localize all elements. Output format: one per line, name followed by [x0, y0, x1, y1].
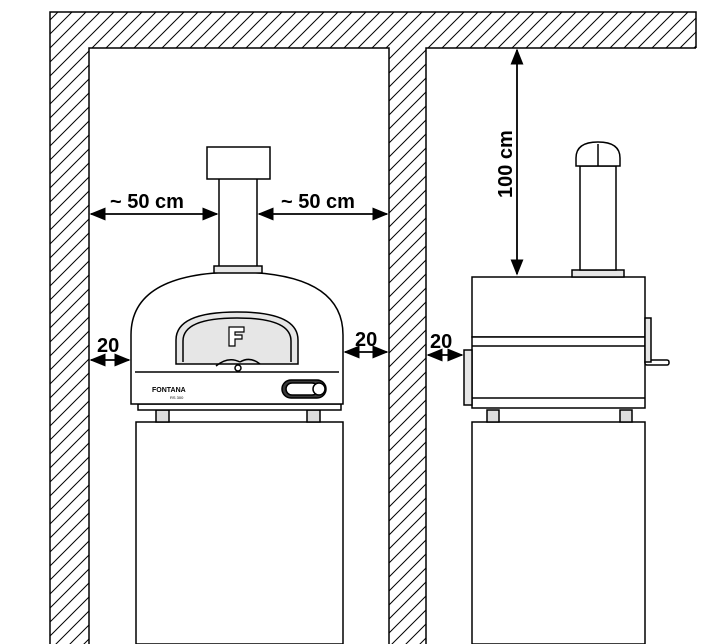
dimension-lines	[89, 48, 524, 367]
label-front-left-clearance: ~ 50 cm	[110, 191, 184, 213]
side-front-edge	[463, 349, 473, 406]
front-foot-left	[155, 409, 170, 423]
front-foot-right	[306, 409, 321, 423]
front-base-plate	[137, 403, 342, 411]
label-side-gap: 20	[430, 331, 452, 353]
wall-outline	[49, 11, 697, 644]
side-pedestal	[471, 421, 646, 644]
side-oven-body	[471, 276, 646, 338]
front-view-oven: FONTANA RS 300	[130, 146, 344, 644]
front-model-label: RS 300	[170, 395, 184, 400]
front-chimney-pipe	[218, 177, 258, 269]
side-chimney-pipe	[579, 165, 617, 271]
side-foot-right	[619, 409, 633, 423]
front-door-handle	[215, 358, 261, 367]
front-chimney-collar	[213, 265, 263, 274]
label-front-left-gap: 20	[97, 335, 119, 357]
front-brand-label: FONTANA	[152, 387, 186, 394]
label-side-top-clearance: 100 cm	[495, 130, 517, 198]
wall-structure	[49, 11, 697, 644]
dimension-labels: ~ 50 cm ~ 50 cm 20 20 20 100 cm	[97, 130, 517, 357]
side-view-oven	[463, 141, 670, 644]
front-chimney-cap	[206, 146, 271, 180]
label-front-right-gap: 20	[355, 329, 377, 351]
front-pedestal	[135, 421, 344, 644]
side-chimney-collar	[571, 269, 625, 278]
side-foot-left	[486, 409, 500, 423]
label-front-right-clearance: ~ 50 cm	[281, 191, 355, 213]
front-logo-mark	[228, 326, 245, 347]
